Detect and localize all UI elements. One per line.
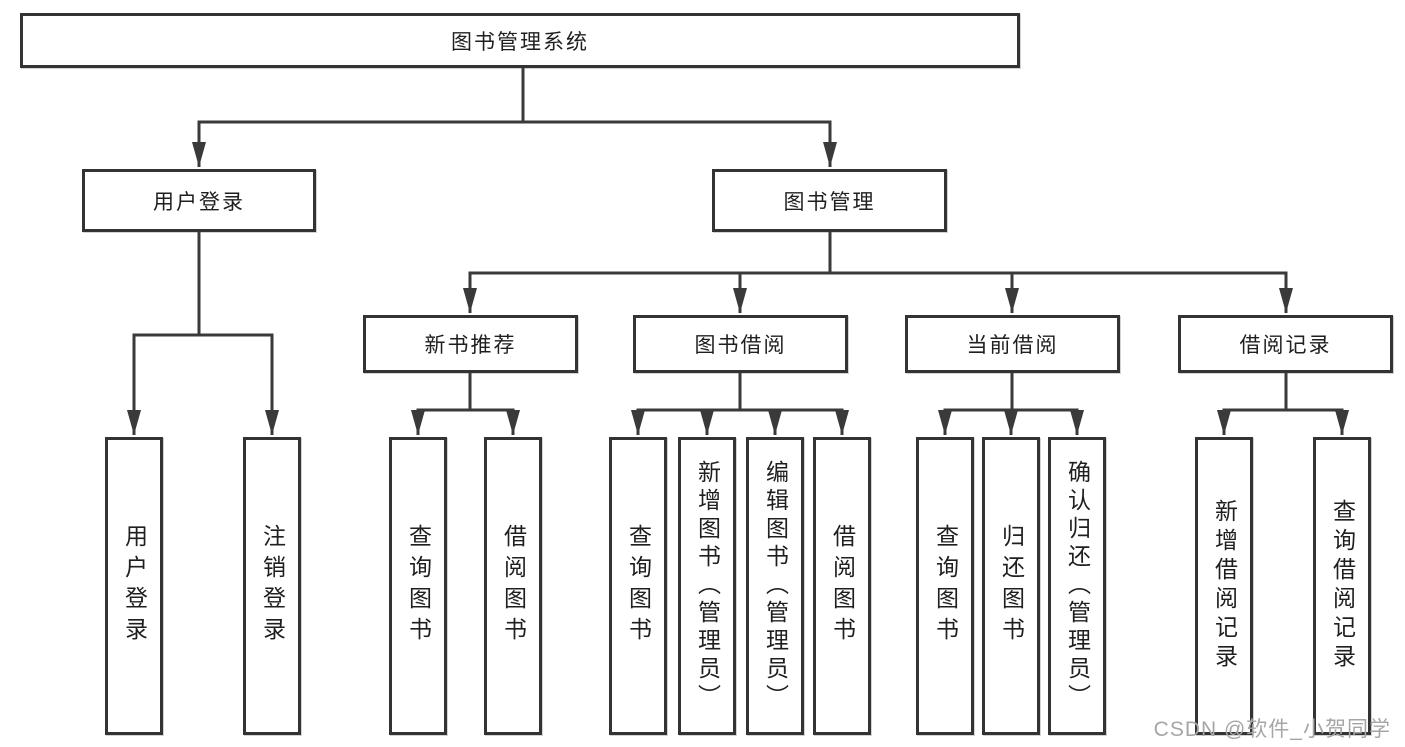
node-leaf-current-confirm-return-admin: 确认归还（管理员）: [1048, 437, 1106, 735]
node-label: 新增图书（管理员）: [694, 460, 721, 712]
node-label: 图书管理系统: [451, 30, 589, 54]
node-label: 注销登录: [259, 524, 286, 648]
node-user-login-module: 用户登录: [82, 169, 316, 232]
node-label: 借阅图书: [829, 524, 856, 648]
node-label: 确认归还（管理员）: [1064, 460, 1091, 712]
node-leaf-current-return-books: 归还图书: [982, 437, 1040, 735]
node-label: 新书推荐: [424, 334, 517, 357]
node-leaf-user-login: 用户登录: [105, 437, 163, 735]
node-label: 用户登录: [121, 524, 148, 648]
node-label: 图书管理: [783, 190, 876, 214]
node-label: 图书借阅: [694, 334, 787, 357]
node-leaf-borrow-borrow-books: 借阅图书: [813, 437, 871, 735]
node-library-management-system: 图书管理系统: [20, 13, 1020, 68]
node-label: 查询借阅记录: [1329, 499, 1356, 673]
node-label: 编辑图书（管理员）: [762, 460, 789, 712]
node-label: 查询图书: [625, 524, 652, 648]
node-label: 用户登录: [153, 190, 245, 214]
node-label: 归还图书: [998, 524, 1025, 648]
node-leaf-records-query: 查询借阅记录: [1313, 437, 1371, 735]
node-new-book-recommend: 新书推荐: [363, 315, 578, 373]
node-label: 借阅图书: [500, 524, 527, 648]
node-leaf-current-query-books: 查询图书: [916, 437, 974, 735]
node-leaf-records-add: 新增借阅记录: [1195, 437, 1253, 735]
node-leaf-logout: 注销登录: [243, 437, 301, 735]
node-leaf-borrow-edit-books-admin: 编辑图书（管理员）: [746, 437, 804, 735]
node-label: 当前借阅: [966, 334, 1059, 357]
node-borrow-records: 借阅记录: [1178, 315, 1393, 373]
node-label: 借阅记录: [1239, 334, 1332, 357]
node-label: 查询图书: [405, 524, 432, 648]
node-book-management-module: 图书管理: [712, 169, 947, 232]
csdn-watermark: CSDN @软件_小贺同学: [1153, 718, 1391, 741]
node-leaf-recommend-borrow-books: 借阅图书: [484, 437, 542, 735]
node-leaf-borrow-add-books-admin: 新增图书（管理员）: [678, 437, 736, 735]
node-book-borrow: 图书借阅: [633, 315, 848, 373]
node-leaf-borrow-query-books: 查询图书: [609, 437, 667, 735]
node-label: 新增借阅记录: [1211, 499, 1238, 673]
node-current-borrow: 当前借阅: [905, 315, 1120, 373]
node-label: 查询图书: [932, 524, 959, 648]
node-leaf-recommend-query-books: 查询图书: [389, 437, 447, 735]
